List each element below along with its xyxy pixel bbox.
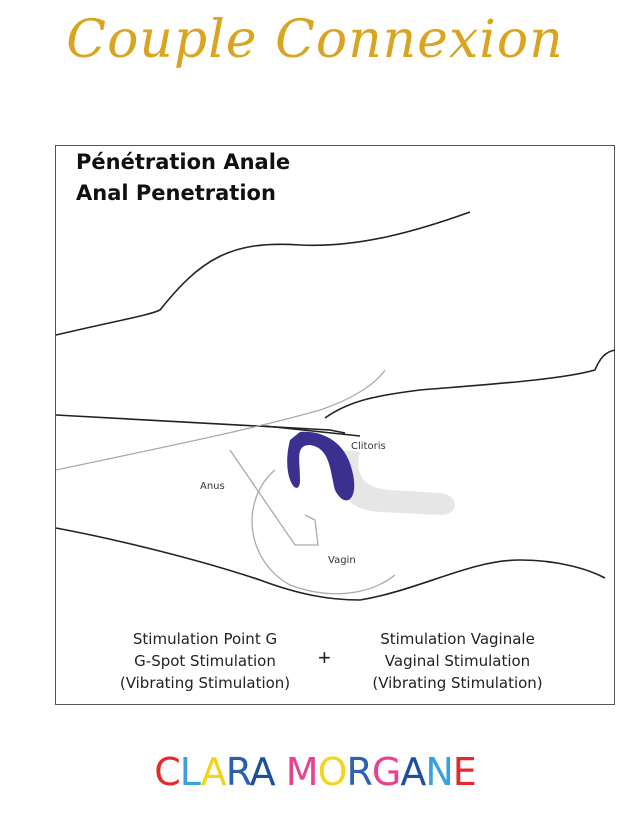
- logo-letter: L: [179, 750, 202, 794]
- left-caption-en: G-Spot Stimulation: [134, 652, 276, 670]
- logo-letter: R: [346, 750, 372, 794]
- right-caption-en: Vaginal Stimulation: [384, 652, 531, 670]
- heading-fr: Pénétration Anale: [76, 150, 291, 174]
- diagram-frame: [55, 145, 615, 705]
- logo-letter: C: [154, 750, 181, 794]
- brand-title: Couple Connexion: [66, 10, 564, 70]
- label-clitoris: Clitoris: [351, 441, 386, 452]
- logo-letter: A: [200, 750, 227, 794]
- logo-letter: A: [249, 750, 276, 794]
- toy-shape: [287, 431, 355, 501]
- label-anus: Anus: [200, 481, 225, 492]
- left-caption-note: (Vibrating Stimulation): [119, 674, 291, 692]
- logo-letter: E: [452, 750, 477, 794]
- right-caption-fr: Stimulation Vaginale: [380, 630, 535, 648]
- logo-letter: G: [371, 750, 401, 794]
- logo-letter: N: [425, 750, 453, 794]
- right-caption: Stimulation Vaginale Vaginal Stimulation…: [340, 628, 575, 694]
- plus-sign: +: [318, 645, 331, 670]
- left-caption: Stimulation Point G G-Spot Stimulation (…: [90, 628, 320, 694]
- logo-letter: A: [400, 750, 426, 794]
- clara-morgane-logo: CLARA MORGANE: [0, 750, 630, 794]
- right-caption-note: (Vibrating Stimulation): [372, 674, 543, 692]
- logo-letter: O: [317, 750, 348, 794]
- label-vagin: Vagin: [328, 555, 356, 566]
- logo-letter: M: [285, 750, 319, 794]
- left-caption-fr: Stimulation Point G: [132, 630, 278, 648]
- heading-en: Anal Penetration: [76, 181, 276, 205]
- logo-letter: [275, 750, 286, 794]
- logo-letter: R: [225, 750, 251, 794]
